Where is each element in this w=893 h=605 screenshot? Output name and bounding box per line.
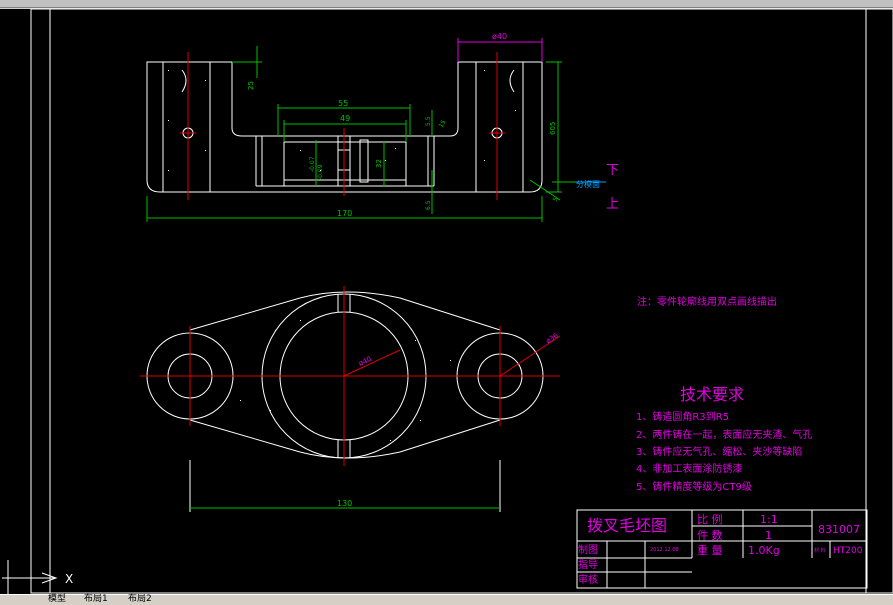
- tech-item-4: 4、非加工表面涂防锈漆: [636, 462, 742, 475]
- drawing-number: 831007: [818, 523, 860, 536]
- weight-label: 重 量: [697, 543, 723, 557]
- title-block-name: 拨叉毛坯图: [587, 516, 667, 535]
- plan-view: [146, 291, 544, 512]
- title-block: [576, 509, 868, 589]
- tech-item-3: 3、铸件应无气孔、缩松、夹沙等缺陷: [636, 445, 802, 458]
- front-view-dimensions: [146, 46, 575, 222]
- window-top-strip: [0, 0, 893, 9]
- plan-view-dots: [240, 320, 451, 441]
- dim-55b-text: 5.5: [425, 116, 432, 126]
- dim-170-text: 170: [337, 209, 352, 218]
- tab-layout1[interactable]: 布局1: [84, 594, 108, 604]
- dim-009-text: -0.09: [317, 164, 324, 180]
- date-small: 2012.12.08: [650, 547, 679, 553]
- layout-tabs: 模型 布局1 布局2: [0, 594, 893, 605]
- count-label: 件 数: [697, 529, 723, 542]
- dim-55-text: 55: [338, 99, 348, 108]
- label-lower: 下: [606, 163, 619, 178]
- dim-15-text: 15: [438, 119, 448, 129]
- front-view-dots: [168, 70, 516, 171]
- dim-5-text: 5: [552, 196, 560, 203]
- dim-130-text: 130: [337, 499, 352, 508]
- material-label: 材 料: [814, 547, 826, 554]
- dim-605-text: 605: [549, 122, 557, 135]
- dim-25-text: 25: [247, 81, 255, 90]
- drawing-note: 注：零件轮廓线用双点画线描出: [637, 295, 777, 308]
- dim-49-text: 49: [340, 114, 350, 123]
- weight-value: 1.0Kg: [748, 544, 780, 557]
- scale-value: 1:1: [760, 513, 778, 526]
- tab-layout2[interactable]: 布局2: [128, 594, 152, 604]
- tech-item-5: 5、铸件精度等级为CT9级: [636, 480, 752, 493]
- material-value: HT200: [833, 546, 863, 556]
- dimension-d40: [457, 38, 543, 62]
- guide-label: 指导: [578, 558, 598, 571]
- tech-requirements-title: 技术要求: [680, 385, 744, 404]
- tab-model[interactable]: 模型: [48, 594, 67, 604]
- dim-65-text: 6.5: [425, 200, 432, 210]
- label-upper: 上: [606, 197, 619, 212]
- ucs-x-label: X: [65, 572, 73, 586]
- parting-surface-label: 分模面: [576, 179, 600, 189]
- tech-item-1: 1、铸造圆角R3到R5: [636, 410, 729, 423]
- dim-r36-text: ø36: [545, 331, 561, 345]
- dim-005-text: -0.07: [309, 156, 316, 172]
- toolbar-edge: [0, 0, 893, 8]
- tech-item-2: 2、两件铸在一起，表面应无夹渣、气孔: [636, 428, 812, 441]
- plan-view-centerlines: [140, 286, 561, 466]
- count-value: 1: [765, 529, 772, 542]
- dim-32-text: 32: [375, 159, 383, 168]
- drawing-frame: [30, 8, 893, 594]
- scale-label: 比 例: [697, 512, 723, 526]
- dim-d40-text: ø40: [492, 32, 507, 41]
- drawn-by-label: 制图: [578, 543, 598, 556]
- review-label: 审核: [578, 573, 598, 586]
- ucs-icon: [2, 560, 58, 594]
- front-view-centerlines: [180, 52, 505, 200]
